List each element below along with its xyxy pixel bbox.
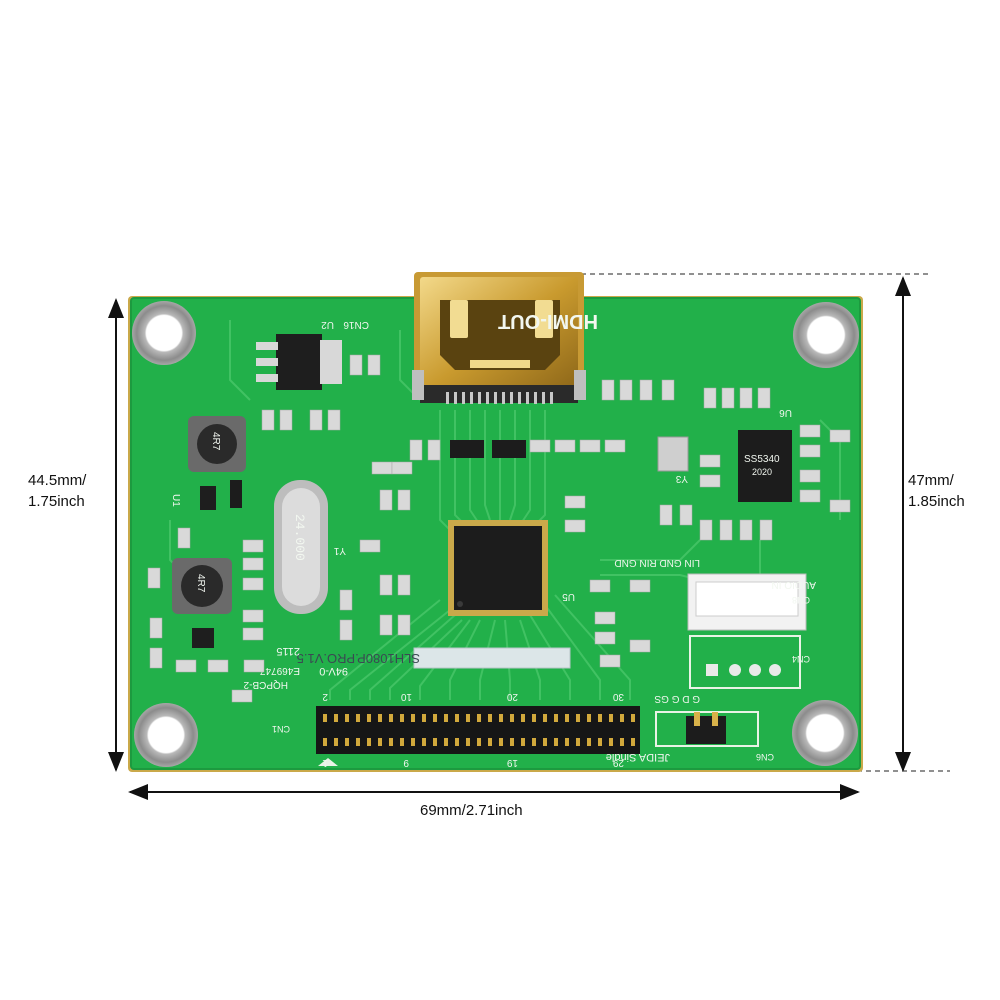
- height-inch-label-right: 1.85inch: [908, 493, 965, 510]
- ref-cn4: CN4: [792, 654, 810, 664]
- pin-label-29: 29: [612, 757, 624, 768]
- lvds-pin-labels: G D G GS: [654, 693, 700, 704]
- inductor-top: 4R7: [188, 416, 246, 472]
- voltage-regulator: [256, 334, 342, 390]
- height-inch-label: 1.75inch: [28, 493, 85, 510]
- ref-cn6: CN6: [756, 752, 774, 762]
- ref-u6: U6: [779, 407, 792, 418]
- inductor-bottom-label: 4R7: [195, 574, 206, 593]
- width-dimension-label: 69mm/2.71inch: [420, 802, 523, 819]
- ic-u1: [200, 486, 216, 510]
- ref-u2: U2: [321, 319, 334, 330]
- pin-label-10: 10: [400, 691, 412, 702]
- main-chip: [448, 520, 548, 616]
- pin-label-19: 19: [506, 757, 518, 768]
- ic-small-bottom: [192, 628, 214, 648]
- ref-y3: Y3: [675, 473, 688, 484]
- pin-label-1: 1: [322, 757, 328, 768]
- mounting-hole-bottom-left: [134, 703, 198, 767]
- height-dimension-left: 44.5mm/ 1.75inch: [28, 470, 86, 512]
- audio-ic-year: 2020: [752, 467, 772, 477]
- height-mm-label: 44.5mm/: [28, 472, 87, 489]
- ref-cn1: CN1: [272, 724, 290, 734]
- jedia-jumper: [655, 711, 759, 747]
- mounting-hole-top-left: [132, 301, 196, 365]
- pin-label-30: 30: [612, 691, 624, 702]
- audio-ic-label: SS5340: [744, 454, 780, 465]
- crystal-label: 24.000: [292, 514, 307, 561]
- hdmi-connector: [412, 272, 586, 404]
- audio-in-connector: [687, 573, 807, 631]
- board-model-box: [413, 647, 571, 669]
- audio-pin-labels: LIN GND RIN GND: [614, 557, 700, 568]
- pin-label-20: 20: [506, 691, 518, 702]
- ref-u5: U5: [562, 591, 575, 602]
- cert-code-label: E469747: [260, 665, 300, 676]
- height-dimension-right: 47mm/ 1.85inch: [908, 470, 965, 512]
- mounting-hole-top-right: [793, 302, 859, 368]
- material-label: 94V-0: [319, 665, 348, 677]
- pin-header-cn1: [316, 706, 640, 766]
- inductor-bottom: 4R7: [172, 558, 232, 614]
- crystal-y1: 24.000: [274, 480, 328, 614]
- audio-in-label: AUDIO IN: [772, 579, 816, 590]
- ref-y1: Y1: [333, 545, 346, 556]
- audio-ic: SS5340 2020: [738, 430, 792, 502]
- crystal-y3: [657, 436, 689, 472]
- ref-cn16: CN16: [343, 319, 369, 330]
- hdmi-out-label: HDMI-OUT: [498, 310, 598, 332]
- height-mm-label-right: 47mm/: [908, 472, 954, 489]
- pcb-code-label: HQPCB-2: [243, 679, 288, 690]
- pad-block-cn4: [689, 635, 801, 689]
- inductor-top-label: 4R7: [210, 432, 221, 451]
- board-model-label: SLH1080P.PRO.V1.5: [297, 651, 420, 666]
- smd-components: [147, 354, 851, 703]
- pin-label-2: 2: [322, 691, 328, 702]
- ref-u1: U1: [170, 494, 181, 507]
- ref-cn8: CN8: [792, 595, 810, 605]
- pin-label-9: 9: [403, 757, 409, 768]
- date-code-label: 2115: [276, 645, 300, 657]
- mounting-hole-bottom-right: [792, 700, 858, 766]
